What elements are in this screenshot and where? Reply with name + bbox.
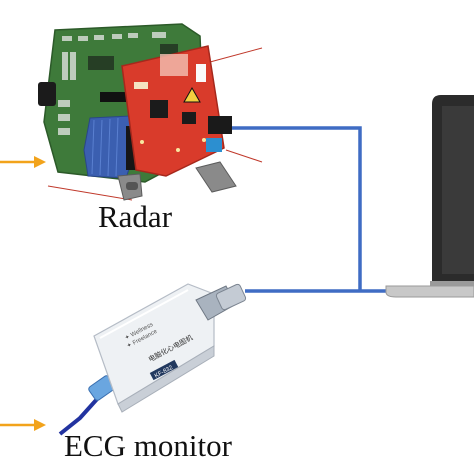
connection-lines (229, 126, 392, 293)
laser-line-right (225, 149, 263, 163)
laptop (385, 95, 474, 298)
ecg-db9-plug (215, 283, 247, 311)
ecg-monitor-label: ECG monitor (64, 428, 232, 463)
laptop-hinge (430, 281, 474, 286)
radar-device (38, 23, 263, 201)
radar-label: Radar (98, 199, 173, 234)
barrel-connector (38, 82, 56, 106)
ecg-arrow-head (34, 419, 46, 431)
terminal-block (206, 138, 222, 152)
radar-usb-connector (208, 116, 232, 134)
laptop-base (385, 285, 474, 298)
radar-board-details (134, 54, 206, 152)
ecg-box-side (117, 345, 215, 413)
laser-line-bottom (47, 185, 133, 201)
radar-to-laptop-line (229, 126, 362, 291)
ecg-box-highlight (99, 289, 189, 339)
ecg-box-top (93, 283, 215, 405)
laptop-screen (442, 106, 474, 274)
radar-arrow-head (34, 156, 46, 168)
ribbon-stripes (91, 117, 119, 177)
board-pin-header (100, 92, 128, 102)
mount-bracket-right (195, 161, 237, 193)
bracket-bolt (126, 182, 138, 190)
ecg-model-badge (149, 359, 179, 381)
signal-arrows (0, 156, 46, 431)
ecg-device: ✦ Wellness ✦ Freelance 电脑化心电图机 KF-832 (58, 283, 247, 436)
laser-line-top (209, 47, 263, 63)
